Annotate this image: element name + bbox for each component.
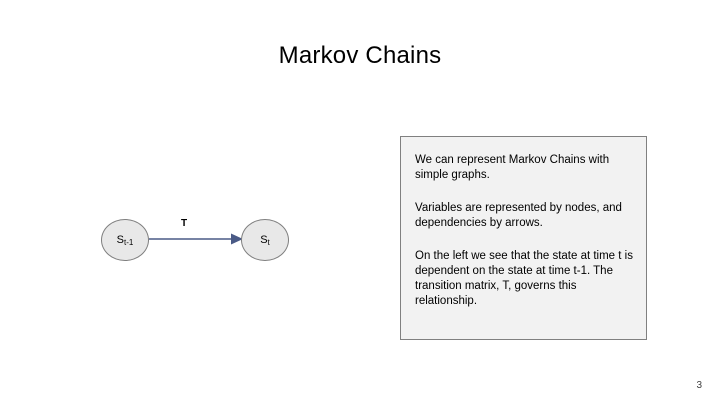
node-right-label: S xyxy=(260,234,268,246)
explanation-paragraph-2: Variables are represented by nodes, and … xyxy=(415,202,622,229)
transition-matrix-label: T xyxy=(181,218,188,229)
explanation-textbox: We can represent Markov Chains with simp… xyxy=(400,136,647,340)
node-left-label: S xyxy=(116,234,124,246)
explanation-paragraph-1: We can represent Markov Chains with simp… xyxy=(415,154,610,181)
node-left-subscript: t-1 xyxy=(124,237,134,247)
transition-arrow xyxy=(149,232,243,246)
explanation-paragraph-3: On the left we see that the state at tim… xyxy=(415,250,633,307)
page-number: 3 xyxy=(696,380,702,391)
node-right-subscript: t xyxy=(267,237,270,247)
page-title: Markov Chains xyxy=(278,42,442,69)
